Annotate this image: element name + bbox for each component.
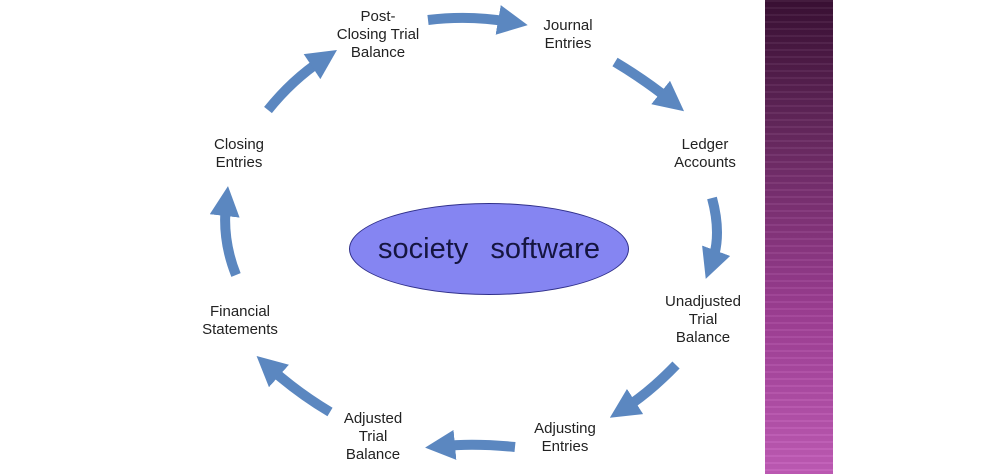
- arrow-adjusting-to-adjusted: [425, 429, 516, 460]
- stage-adjusting-entries: Adjusting Entries: [515, 420, 615, 456]
- stage-label-line: Trial: [358, 428, 388, 445]
- stage-label-line: Statements: [202, 321, 278, 338]
- arrow-unadjusted-to-adjusting: [609, 361, 680, 418]
- center-ellipse: society software: [349, 203, 629, 295]
- arrow-journal-to-ledger: [612, 57, 685, 112]
- stage-label-line: Closing Trial: [336, 26, 420, 43]
- stage-label-line: Journal: [543, 17, 593, 34]
- stage-closing-entries: Closing Entries: [189, 136, 289, 172]
- stage-unadjusted-trial-balance: Unadjusted Trial Balance: [648, 293, 758, 347]
- stage-label-line: Closing: [213, 136, 265, 153]
- decorative-side-bar: [765, 0, 833, 474]
- stage-label-line: Entries: [215, 154, 263, 171]
- stage-adjusted-trial-balance: Adjusted Trial Balance: [323, 410, 423, 464]
- arrow-closing-to-post-closing: [264, 50, 337, 114]
- stage-label-line: Entries: [544, 35, 592, 52]
- arrow-ledger-to-unadjusted: [702, 196, 731, 279]
- stage-label-line: Unadjusted: [665, 293, 741, 310]
- stage-label-line: Post-: [360, 8, 396, 25]
- stage-journal-entries: Journal Entries: [518, 17, 618, 53]
- stage-ledger-accounts: Ledger Accounts: [655, 136, 755, 172]
- stage-label-line: Balance: [675, 329, 731, 346]
- stage-post-closing-trial-balance: Post- Closing Trial Balance: [318, 8, 438, 62]
- stage-label-line: Entries: [541, 438, 589, 455]
- stage-label-line: Accounts: [674, 154, 736, 171]
- stage-label-line: Balance: [345, 446, 401, 463]
- stage-label-line: Adjusting: [534, 420, 596, 437]
- stage-label-line: Adjusted: [343, 410, 403, 427]
- stage-label-line: Ledger: [681, 136, 729, 153]
- center-title: society software: [378, 232, 600, 265]
- stage-financial-statements: Financial Statements: [190, 303, 290, 339]
- arrow-adjusted-to-financial: [256, 356, 333, 417]
- arrow-financial-to-closing: [209, 186, 241, 277]
- stage-label-line: Balance: [350, 44, 406, 61]
- stage-label-line: Financial: [209, 303, 271, 320]
- stage-label-line: Trial: [688, 311, 718, 328]
- arrow-post-closing-to-journal: [427, 5, 528, 35]
